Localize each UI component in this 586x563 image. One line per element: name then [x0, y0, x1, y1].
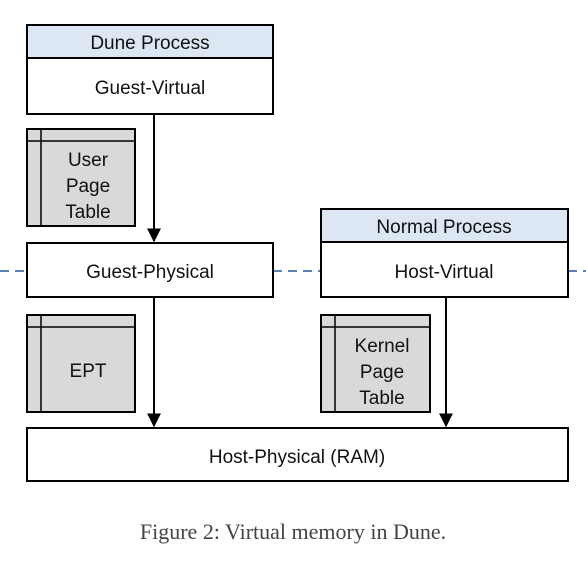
host-physical-rect — [26, 427, 569, 482]
figure-caption: Figure 2: Virtual memory in Dune. — [139, 519, 447, 544]
user-page-table: User Page Table — [26, 128, 136, 227]
user-page-table-line2: Page — [66, 176, 110, 197]
normal-process-header — [320, 208, 569, 243]
kernel-page-table-box — [320, 314, 431, 413]
guest-virtual-label: Guest-Virtual — [95, 78, 206, 99]
ept-box — [26, 314, 136, 413]
kernel-page-table-line3: Table — [359, 388, 404, 409]
user-page-table-line1: User — [68, 150, 109, 171]
dune-process-box: Dune Process Guest-Virtual — [26, 24, 274, 115]
normal-process-box: Normal Process Host-Virtual — [320, 208, 569, 298]
kernel-page-table-line2: Page — [360, 362, 404, 383]
host-physical-label: Host-Physical (RAM) — [209, 447, 385, 468]
dune-process-header — [26, 24, 274, 59]
guest-physical-label: Guest-Physical — [86, 262, 214, 283]
dune-process-label: Dune Process — [90, 33, 209, 54]
host-physical-box: Host-Physical (RAM) — [26, 427, 569, 482]
kernel-page-table-line1: Kernel — [355, 336, 410, 357]
normal-process-label: Normal Process — [376, 217, 511, 238]
kernel-page-table: Kernel Page Table — [320, 314, 431, 413]
host-virtual-label: Host-Virtual — [395, 262, 494, 283]
ept-label: EPT — [70, 361, 107, 382]
guest-physical-box: Guest-Physical — [26, 242, 274, 298]
user-page-table-box — [26, 128, 136, 227]
user-page-table-line3: Table — [65, 202, 110, 223]
arrows — [141, 113, 459, 429]
virtual-memory-diagram: Dune Process Guest-Virtual User Page Tab… — [0, 24, 586, 482]
ept-table: EPT — [26, 314, 136, 413]
guest-virtual-box — [26, 57, 274, 115]
